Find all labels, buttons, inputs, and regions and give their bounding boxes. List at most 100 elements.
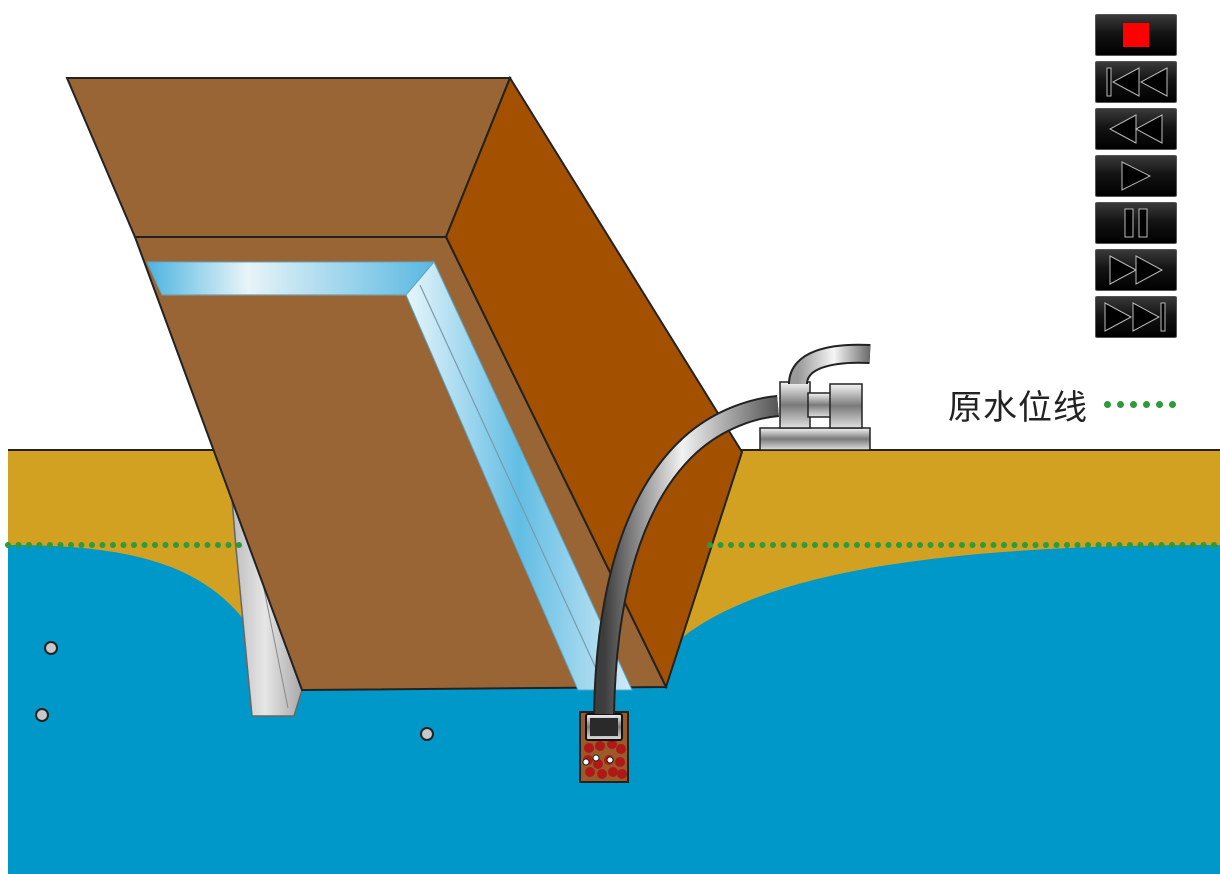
water-level-dot [1064, 542, 1070, 548]
water-level-dot [980, 542, 986, 548]
water-level-dot [738, 542, 745, 548]
water-level-dot [854, 542, 860, 548]
bubble [35, 708, 49, 722]
gravel-stone [616, 744, 626, 754]
water-level-dot [1085, 542, 1091, 548]
water-level-dot [99, 542, 106, 548]
water-level-dot [141, 542, 148, 548]
suction-pipe-body [595, 397, 779, 715]
water-level-dot [152, 542, 158, 548]
water-level-dot [707, 542, 713, 548]
rewind-button[interactable] [1095, 108, 1177, 150]
stop-button[interactable] [1095, 14, 1177, 56]
water-level-dot [110, 542, 116, 548]
drainage-ditch-horizontal [146, 261, 436, 296]
water-level-dot [812, 542, 818, 548]
water-level-dot [1106, 542, 1112, 548]
ditch-centerline [419, 284, 606, 689]
water-level-dot [78, 542, 85, 548]
water-level-dot [885, 542, 892, 548]
skip-to-end-icon [1104, 302, 1166, 332]
pump-head [829, 383, 863, 429]
rewind-icon [1108, 114, 1163, 144]
water-level-dot [927, 542, 934, 548]
gravel-stone [597, 769, 607, 779]
water-level-dot [948, 542, 955, 548]
gravel-stone [615, 757, 625, 767]
water-level-dot [1211, 542, 1217, 548]
gravel-stone [595, 741, 605, 751]
water-level-dot [843, 542, 850, 548]
soil-layer-right [668, 450, 1220, 650]
water-level-dot [801, 542, 808, 548]
water-level-dot [1116, 542, 1123, 548]
water-level-dot [194, 542, 200, 548]
water-level-dot [791, 542, 797, 548]
last-button[interactable] [1095, 296, 1177, 338]
water-level-dot [969, 542, 976, 548]
discharge-pipe-body [790, 345, 871, 386]
water-level-dot [1022, 542, 1028, 548]
sump-bubble [582, 758, 590, 766]
play-button[interactable] [1095, 155, 1177, 197]
water-level-dot [162, 542, 169, 548]
water-level-dot [938, 542, 944, 548]
legend-dotted-line-icon [1104, 401, 1176, 408]
fast-forward-icon [1109, 255, 1164, 285]
water-level-dot [1095, 542, 1102, 548]
water-level-dot [15, 542, 22, 548]
pump-base [759, 427, 871, 451]
water-level-dot [1200, 542, 1207, 548]
water-level-dot [864, 542, 871, 548]
water-level-dot [36, 542, 43, 548]
gravel-stone [593, 759, 603, 769]
gravel-stone [584, 743, 594, 753]
water-level-dot [1032, 542, 1039, 548]
water-level-dot [1011, 542, 1018, 548]
water-level-dot [759, 542, 766, 548]
pause-button[interactable] [1095, 202, 1177, 244]
sump-gravel [582, 734, 627, 779]
water-level-dot [959, 542, 965, 548]
pause-icon [1124, 208, 1148, 238]
water-level-dot [47, 542, 53, 548]
stop-icon [1123, 23, 1149, 47]
water-level-dot [236, 542, 242, 548]
water-level-dot [875, 542, 881, 548]
skip-to-start-icon [1106, 67, 1168, 97]
play-icon [1121, 161, 1152, 191]
water-level-dot [1001, 542, 1007, 548]
water-bubbles [35, 641, 434, 741]
water-level-dot [1074, 542, 1081, 548]
pump-body [807, 392, 833, 418]
pit-top-face [65, 77, 512, 238]
water-level-dot [906, 542, 913, 548]
water-level-dot [225, 542, 232, 548]
water-level-dot [728, 542, 734, 548]
sump-bubble [592, 754, 600, 762]
gravel-stone [617, 769, 627, 779]
bubble [44, 641, 58, 655]
legend: 原水位线 [948, 380, 1176, 429]
water-level-dot [5, 542, 11, 548]
water-level-dot [1053, 542, 1060, 548]
water-level-dot [215, 542, 221, 548]
sump-pump-body [590, 718, 618, 736]
water-level-dot [1127, 542, 1133, 548]
water-level-dot [89, 542, 95, 548]
drainage-ditch-sloped [405, 261, 633, 691]
water-level-dot [1158, 542, 1165, 548]
first-button[interactable] [1095, 61, 1177, 103]
bubble [420, 727, 434, 741]
water-level-dot [68, 542, 74, 548]
fast-forward-button[interactable] [1095, 249, 1177, 291]
sump-bubble [606, 756, 614, 764]
gravel-stone [585, 767, 595, 777]
gravel-stone [607, 739, 617, 749]
water-level-dot [57, 542, 64, 548]
original-water-level-line [5, 542, 1217, 548]
gravel-stone [608, 767, 618, 777]
water-level-dot [183, 542, 190, 548]
water-level-dot [833, 542, 839, 548]
water-level-dot [1148, 542, 1154, 548]
